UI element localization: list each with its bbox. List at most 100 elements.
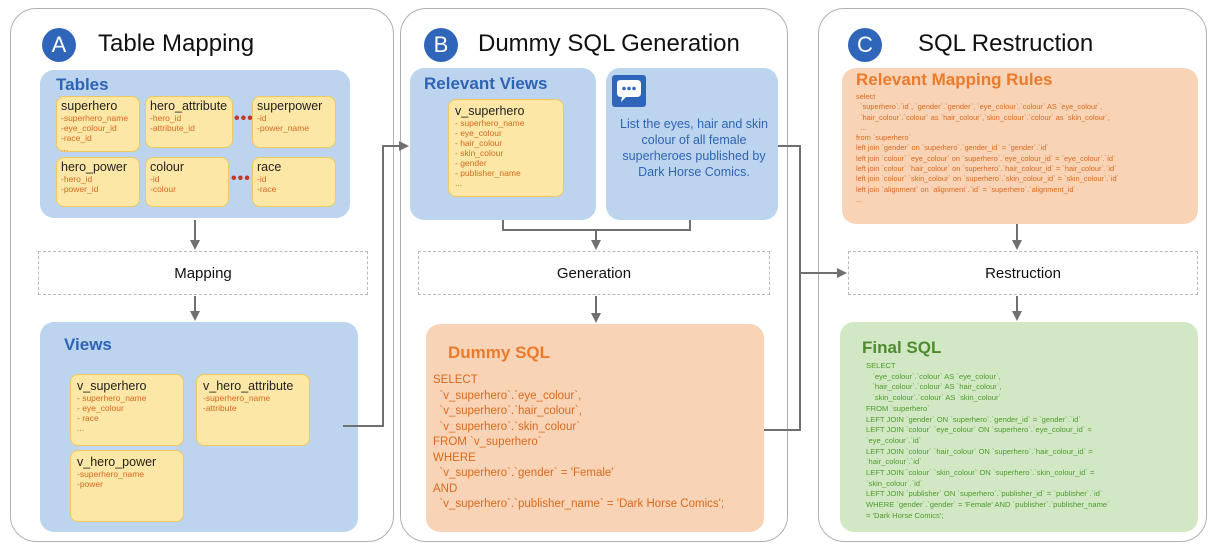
rule-line: left join `alignment` on `alignment`.`id… [856, 184, 1076, 194]
rule-line: left join `gender` on `superhero`.`gende… [856, 143, 1049, 153]
table-field: -superhero_name [61, 113, 129, 123]
table-field: -power_id [61, 184, 99, 194]
table-field: -id [257, 174, 267, 184]
dummy-sql-label: Dummy SQL [448, 343, 551, 362]
sql-line: FROM `v_superhero` [433, 436, 542, 448]
sql-line: `v_superhero`.`hair_colour`, [433, 405, 582, 417]
final-sql-label: Final SQL [862, 338, 942, 357]
dummy-sql-box [426, 324, 764, 532]
view-field: - hair_colour [455, 138, 503, 148]
sql-line: `v_superhero`.`eye_colour`, [433, 389, 582, 402]
view-field: - race [77, 413, 99, 423]
rule-line: `hair_colour`.`colour` as `hair_colour`,… [856, 112, 1110, 122]
view-field: -superhero_name [203, 393, 271, 403]
table-name: colour [150, 160, 185, 174]
sql-line: `v_superhero`.`gender` = 'Female' [433, 467, 614, 479]
view-field: ... [77, 423, 85, 433]
table-field: -attribute_id [150, 123, 195, 133]
rule-line: ... [856, 194, 863, 204]
final-sql-line: FROM `superhero` [866, 403, 930, 413]
panel-b-title: Dummy SQL Generation [478, 30, 740, 57]
table-field: -id [150, 174, 160, 184]
chat-bubble-icon [612, 75, 646, 107]
view-field: -attribute [203, 403, 237, 413]
view-field: - superhero_name [455, 118, 525, 128]
table-field: -id [257, 113, 267, 123]
view-field: ... [455, 178, 463, 188]
sql-line: AND [433, 482, 458, 495]
final-sql-line: `hair_colour`.`colour` AS `hair_colour`, [866, 382, 1002, 392]
rule-line: left join `colour` `skin_colour` on `sup… [856, 174, 1120, 184]
table-field: -power_name [257, 123, 309, 133]
table-card-hero-attribute: hero_attribute -hero_id -attribute_id [145, 96, 233, 148]
table-name: superpower [257, 99, 323, 113]
connector-views-question-merge [502, 220, 691, 231]
table-field: -colour [150, 184, 176, 194]
table-field: -race [257, 184, 277, 194]
step-mapping: Mapping [38, 251, 368, 295]
final-sql-line: `hair_colour`.`id` [866, 457, 922, 467]
rule-line: select [856, 92, 876, 101]
rule-line: ... [856, 122, 867, 132]
relevant-views-label: Relevant Views [424, 74, 548, 93]
step-restruction: Restruction [848, 251, 1198, 295]
final-sql-line: `skin_colour`.`colour` AS `skin_colour` [866, 393, 1002, 403]
view-field: - eye_colour [455, 128, 502, 138]
view-name: v_superhero [77, 379, 147, 393]
rule-line: left join `colour` `hair_colour` on `sup… [856, 164, 1117, 174]
view-card-v-superhero-relevant: v_superhero - superhero_name - eye_colou… [448, 99, 564, 197]
final-sql-line: SELECT [866, 361, 896, 370]
table-name: hero_power [61, 160, 128, 174]
rule-line: `superhero`.`id`, `gender`.`gender`, `ey… [856, 102, 1103, 112]
view-field: - eye_colour [77, 403, 124, 413]
more-tables-dots: ••• [234, 110, 254, 127]
view-field: - superhero_name [77, 393, 147, 403]
view-field: - skin_colour [455, 148, 504, 158]
final-sql-line: LEFT JOIN `colour` `hair_colour` ON `sup… [866, 446, 1093, 456]
view-name: v_superhero [455, 104, 525, 118]
table-name: hero_attribute [150, 99, 228, 113]
final-sql-line: LEFT JOIN `colour` `eye_colour` ON `supe… [866, 425, 1092, 435]
table-card-hero-power: hero_power -hero_id -power_id [56, 157, 140, 207]
final-sql-box [840, 322, 1198, 532]
table-card-superpower: superpower -id -power_name [252, 96, 336, 148]
panel-c-title: SQL Restruction [918, 30, 1094, 57]
view-name: v_hero_attribute [203, 379, 294, 393]
sql-line: `v_superhero`.`skin_colour` [433, 420, 581, 433]
view-card-v-hero-attribute: v_hero_attribute -superhero_name -attrib… [196, 374, 310, 446]
views-label: Views [64, 335, 112, 354]
table-name: superhero [61, 99, 118, 113]
sql-line: `v_superhero`.`publisher_name` = 'Dark H… [433, 498, 725, 510]
table-card-superhero: superhero -superhero_name -eye_colour_id… [56, 96, 140, 152]
step-generation: Generation [418, 251, 770, 295]
view-field: -power [77, 479, 103, 489]
final-sql-line: LEFT JOIN `gender` ON `superhero`.`gende… [866, 414, 1081, 424]
final-sql-line: WHERE `gender`.`gender` = 'Female' AND `… [866, 500, 1110, 510]
final-sql-line: LEFT JOIN `colour` `skin_colour` ON `sup… [866, 468, 1095, 478]
rule-line: from `superhero` [856, 133, 912, 143]
sql-line: SELECT [433, 374, 478, 386]
panel-a-badge: A [42, 28, 76, 62]
view-field: - publisher_name [455, 168, 521, 178]
mapping-rules-label: Relevant Mapping Rules [856, 70, 1053, 89]
connector-question-to-restruction [764, 145, 801, 431]
final-sql-code: SELECT `eye_colour`.`colour` AS `eye_col… [866, 361, 1194, 522]
panel-c-badge: C [848, 28, 882, 62]
view-name: v_hero_power [77, 455, 157, 469]
final-sql-line: `skin_colour`.`id` [866, 478, 923, 488]
rule-line: left join `colour` `eye_colour` on `supe… [856, 153, 1116, 163]
view-card-v-superhero: v_superhero - superhero_name - eye_colou… [70, 374, 184, 446]
final-sql-line: = 'Dark Horse Comics'; [866, 510, 944, 520]
view-card-v-hero-power: v_hero_power -superhero_name -power [70, 450, 184, 522]
sql-line: WHERE [433, 451, 476, 464]
table-field: -hero_id [61, 174, 93, 184]
table-field: -race_id [61, 133, 92, 143]
question-text: List the eyes, hair and skin colour of a… [620, 117, 768, 179]
panel-b-badge: B [424, 28, 458, 62]
table-field: -hero_id [150, 113, 182, 123]
mapping-rules-box [842, 68, 1198, 224]
final-sql-line: LEFT JOIN `publisher` ON `superhero`.`pu… [866, 489, 1103, 499]
panel-a-title: Table Mapping [98, 30, 255, 57]
more-tables-dots: ••• [231, 170, 251, 187]
